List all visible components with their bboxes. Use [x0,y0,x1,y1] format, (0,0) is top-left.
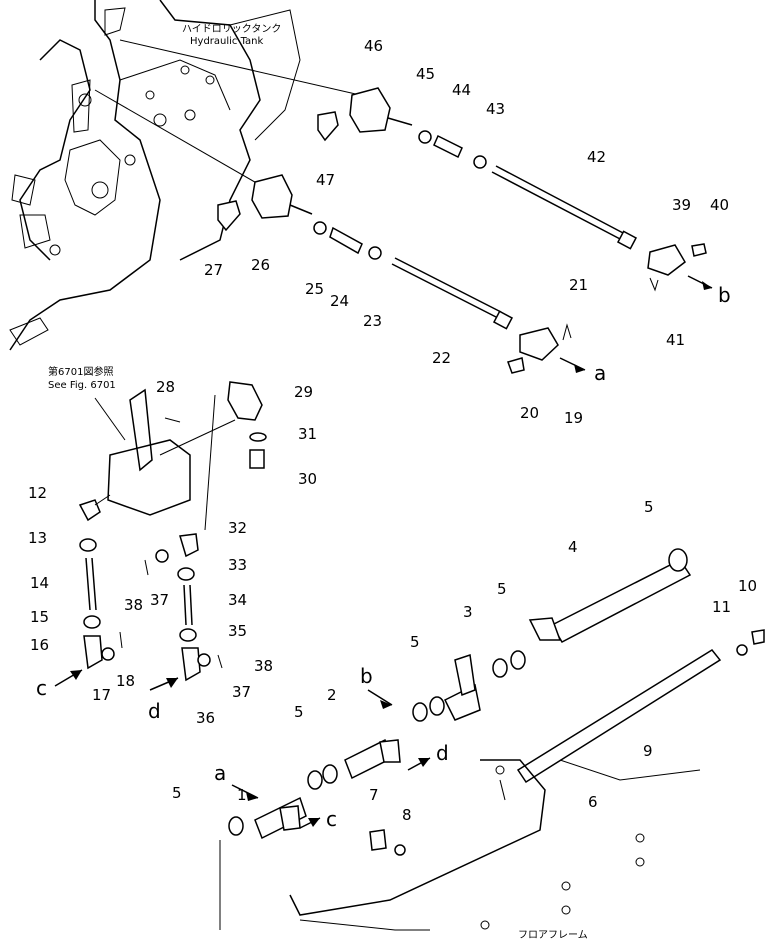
lower-rod-assembly [217,174,586,374]
part-number-22: 22 [432,349,451,367]
connection-letter-c-bottom: c [326,807,337,831]
part-number-32: 32 [228,519,247,537]
part-number-3: 3 [463,603,473,621]
part-number-12: 12 [28,484,47,502]
part-number-37-a: 37 [150,591,169,609]
connection-letter-a-top: a [594,361,606,385]
leader-line [94,89,261,186]
part-number-39: 39 [672,196,691,214]
part-number-38-a: 38 [124,596,143,614]
part-number-9: 9 [643,742,653,760]
part-number-28: 28 [156,378,175,396]
part-number-38-b: 38 [254,657,273,675]
part-number-37-b: 37 [232,683,251,701]
part-number-4: 4 [568,538,578,556]
part-number-41: 41 [666,331,685,349]
connection-letter-b-top: b [718,283,731,307]
part-number-19: 19 [564,409,583,427]
upper-rod-assembly [317,87,713,292]
note-hydraulic-tank-en: Hydraulic Tank [190,36,264,47]
part-number-7: 7 [369,786,379,804]
note-see-fig-jp: 第6701図参照 [48,365,113,378]
leader-line [119,39,361,96]
engine-block-outline [9,0,301,351]
connection-letter-c-left: c [36,676,47,700]
part-number-5-d: 5 [294,703,304,721]
part-number-18: 18 [116,672,135,690]
connection-letter-d-bottom: d [436,741,449,765]
note-see-fig-en: See Fig. 6701 [48,380,116,391]
part-number-17: 17 [92,686,111,704]
part-number-14: 14 [30,574,49,592]
part-number-15: 15 [30,608,49,626]
part-number-16: 16 [30,636,49,654]
part-number-20: 20 [520,404,539,422]
part-number-25: 25 [305,280,324,298]
part-number-callouts: 1 2 3 4 5 5 5 5 5 6 7 8 9 10 11 12 13 14… [28,37,757,824]
part-number-5-e: 5 [172,784,182,802]
part-number-40: 40 [710,196,729,214]
part-number-8: 8 [402,806,412,824]
part-number-47: 47 [316,171,335,189]
note-hydraulic-tank-jp: ハイドロリックタンク [182,23,281,35]
part-number-30: 30 [298,470,317,488]
part-number-45: 45 [416,65,435,83]
part-number-33: 33 [228,556,247,574]
cross-shaft-assembly [219,548,765,931]
part-number-43: 43 [486,100,505,118]
part-number-24: 24 [330,292,349,310]
part-number-27: 27 [204,261,223,279]
part-number-35: 35 [228,622,247,640]
part-number-26: 26 [251,256,270,274]
part-number-23: 23 [363,312,382,330]
part-number-42: 42 [587,148,606,166]
part-number-13: 13 [28,529,47,547]
part-number-10: 10 [738,577,757,595]
connection-letter-b-bottom: b [360,664,373,688]
part-number-36: 36 [196,709,215,727]
connection-letter-a-bottom: a [214,761,226,785]
part-number-44: 44 [452,81,471,99]
note-floor-frame-jp: フロアフレーム [518,929,588,941]
connection-letters: a a b b c c d d [36,283,731,831]
part-number-29: 29 [294,383,313,401]
part-number-5-b: 5 [497,580,507,598]
part-number-11: 11 [712,598,731,616]
part-number-2: 2 [327,686,337,704]
part-number-31: 31 [298,425,317,443]
part-number-5-a: 5 [644,498,654,516]
connection-letter-d-left: d [148,699,161,723]
part-number-1: 1 [237,786,247,804]
part-number-34: 34 [228,591,247,609]
part-number-21: 21 [569,276,588,294]
part-number-6: 6 [588,793,598,811]
part-number-5-c: 5 [410,633,420,651]
control-lever-assembly [54,381,267,691]
part-number-46: 46 [364,37,383,55]
